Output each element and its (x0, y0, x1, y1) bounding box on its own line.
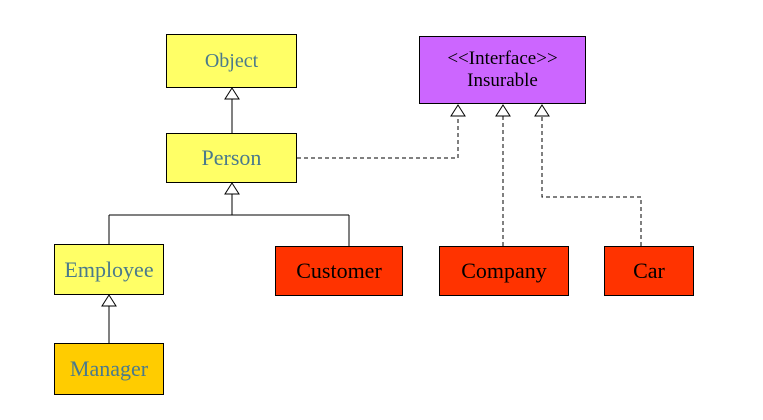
dashed-edge-line (541, 116, 642, 246)
hollow-arrowhead (224, 182, 240, 195)
class-customer: Customer (275, 246, 403, 296)
hollow-arrowhead (224, 87, 240, 100)
edge-company-insurable (495, 104, 511, 246)
class-car-label: Car (633, 258, 665, 284)
class-person-label: Person (201, 145, 262, 171)
hollow-arrowhead (450, 104, 466, 117)
class-manager: Manager (54, 343, 164, 395)
class-employee: Employee (54, 244, 164, 295)
class-person: Person (166, 133, 297, 183)
class-object-label: Object (204, 49, 259, 72)
edge-person-object (224, 87, 240, 133)
class-car: Car (604, 246, 694, 296)
edge-subclasses-person (108, 182, 350, 246)
class-company: Company (439, 246, 569, 296)
interface-insurable-label: Insurable (467, 70, 538, 91)
hollow-arrowhead (534, 104, 550, 117)
class-customer-label: Customer (296, 258, 382, 284)
class-manager-label: Manager (69, 356, 149, 382)
hollow-arrowhead (101, 294, 117, 307)
class-employee-label: Employee (64, 256, 154, 282)
interface-insurable: <<Interface>> Insurable (419, 36, 586, 104)
edge-car-insurable (534, 104, 642, 246)
dashed-edge-line (297, 116, 459, 159)
interface-stereotype: <<Interface>> (447, 48, 558, 70)
edge-manager-employee (101, 294, 117, 343)
edge-person-insurable (297, 104, 466, 159)
class-object: Object (166, 34, 297, 88)
class-company-label: Company (461, 258, 547, 284)
hollow-arrowhead (495, 104, 511, 117)
